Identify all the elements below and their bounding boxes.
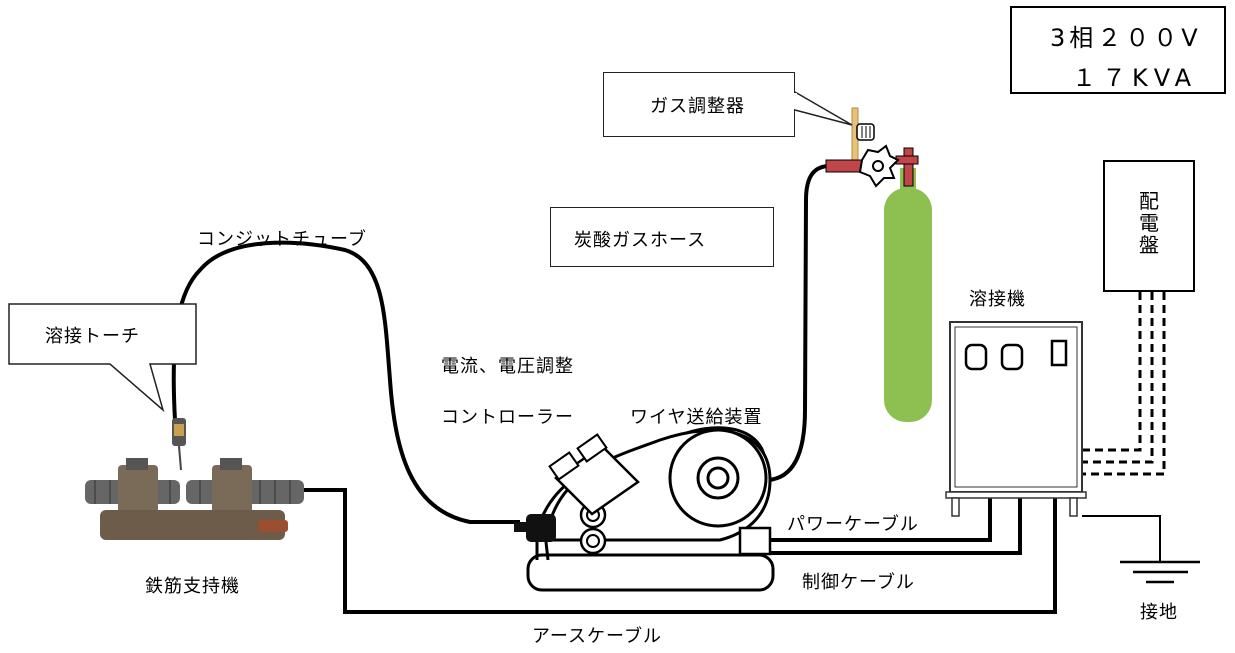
distribution-board-label: 配 電 盤 xyxy=(1139,189,1159,257)
distribution-board: 配 電 盤 xyxy=(1103,160,1195,292)
welding-machine xyxy=(945,321,1087,517)
co2-hose-label: 炭酸ガスホース xyxy=(574,230,707,251)
welding-torch-label: 溶接トーチ xyxy=(45,326,140,347)
wire-feeder-label: ワイヤ送給装置 xyxy=(630,407,763,428)
controller-label-line2: コントローラー xyxy=(441,407,574,428)
power-spec-line2: １７KVA xyxy=(1072,64,1198,92)
earth-cable xyxy=(300,472,1057,614)
ground-label: 接地 xyxy=(1140,602,1178,623)
wire-feeder xyxy=(514,428,775,592)
rebar-holder xyxy=(85,458,304,540)
rebar-holder-label: 鉄筋支持機 xyxy=(145,576,240,597)
earth-cable-label: アースケーブル xyxy=(532,626,662,647)
power-cable-label: パワーケーブル xyxy=(787,514,919,535)
power-spec-box: 3相２００V １７KVA xyxy=(1010,6,1226,94)
control-cable-label: 制御ケーブル xyxy=(802,572,915,593)
gas-regulator-box xyxy=(603,72,795,137)
co2-cylinder xyxy=(825,107,932,422)
controller-label-line1: 電流、電圧調整 xyxy=(441,356,574,377)
ground-wire xyxy=(1082,515,1161,562)
conduit-tube xyxy=(171,240,520,524)
supply-lines xyxy=(1082,292,1166,476)
ground-symbol xyxy=(1120,560,1200,584)
gas-regulator-label: ガス調整器 xyxy=(650,96,745,117)
gas-hose xyxy=(767,164,831,482)
welding-machine-label: 溶接機 xyxy=(969,289,1026,310)
power-spec-line1: 3相２００V xyxy=(1050,24,1202,52)
welding-torch xyxy=(172,418,186,471)
co2-hose-box xyxy=(550,207,774,267)
control-cable xyxy=(770,472,1022,555)
conduit-tube-label: コンジットチューブ xyxy=(197,229,367,250)
